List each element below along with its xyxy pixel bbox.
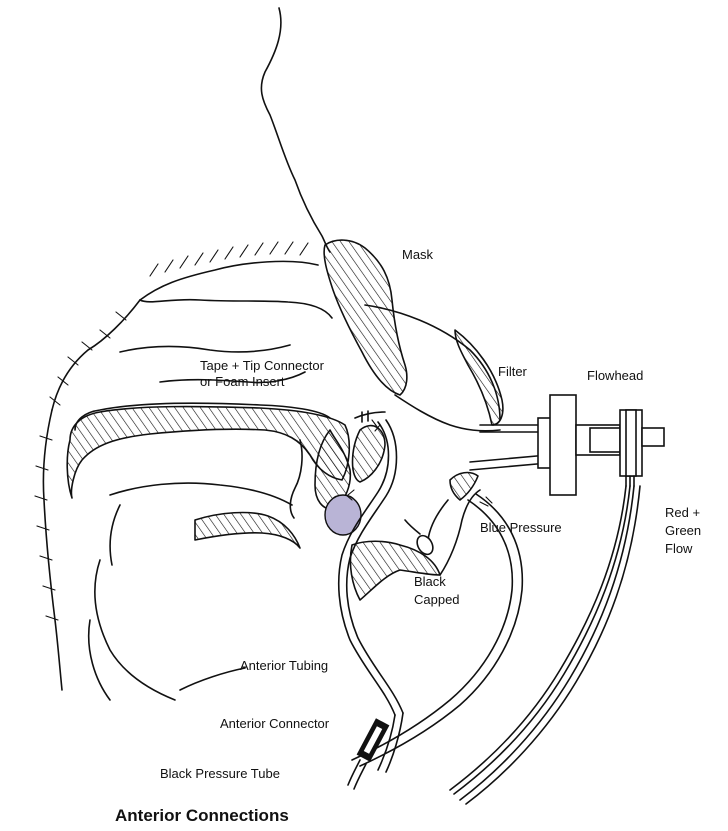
nasal-cavity xyxy=(67,300,349,498)
label-tape-tip-connector: Tape + Tip Connector xyxy=(200,358,324,374)
label-black-pressure-tube: Black Pressure Tube xyxy=(160,766,280,782)
label-black-capped-2: Capped xyxy=(414,592,460,608)
label-anterior-connector: Anterior Connector xyxy=(220,716,329,732)
mask-ports xyxy=(470,418,552,470)
label-blue-pressure: Blue Pressure xyxy=(480,520,562,536)
figure-title: Anterior Connections xyxy=(115,806,289,826)
label-red-green-flow-1: Red + xyxy=(665,505,700,521)
label-anterior-tubing: Anterior Tubing xyxy=(240,658,328,674)
mask xyxy=(324,240,503,600)
face-profile xyxy=(261,8,330,252)
label-flowhead: Flowhead xyxy=(587,368,643,384)
pharynx-highlight xyxy=(325,495,361,535)
label-filter: Filter xyxy=(498,364,527,380)
label-mask: Mask xyxy=(402,247,433,263)
flowhead xyxy=(550,395,664,495)
label-red-green-flow-2: Green xyxy=(665,523,701,539)
label-red-green-flow-3: Flow xyxy=(665,541,692,557)
label-foam-insert: or Foam Insert xyxy=(200,374,285,390)
label-black-capped-1: Black xyxy=(414,574,446,590)
